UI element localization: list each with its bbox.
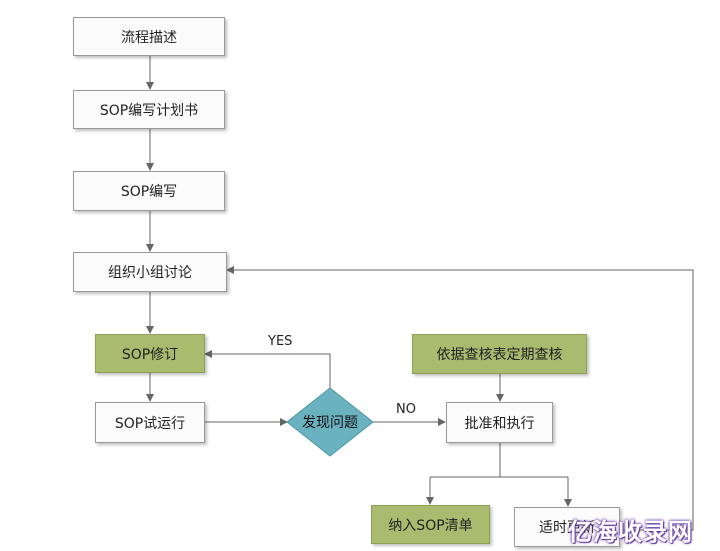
- node-approve-execute: 批准和执行: [446, 402, 553, 443]
- decision-found-problem: 发现问题: [302, 415, 358, 431]
- node-sop-trial-run: SOP试运行: [95, 402, 205, 443]
- node-include-sop-list: 纳入SOP清单: [371, 505, 490, 544]
- node-periodic-check: 依据查核表定期查核: [412, 334, 587, 374]
- decision-diamond: [286, 387, 374, 457]
- node-group-discussion: 组织小组讨论: [73, 252, 227, 292]
- edge-update-discuss-loop: [226, 266, 694, 531]
- node-timely-update: 适时更新: [514, 507, 620, 547]
- edge-decision-revise-yes: [204, 350, 331, 388]
- node-sop-revision: SOP修订: [95, 334, 205, 373]
- node-sop-plan: SOP编写计划书: [73, 90, 225, 129]
- label-no: NO: [396, 402, 416, 417]
- node-sop-writing: SOP编写: [73, 171, 225, 211]
- label-yes: YES: [268, 334, 293, 349]
- node-process-description: 流程描述: [73, 17, 225, 56]
- watermark: 亿海收录网: [568, 518, 693, 546]
